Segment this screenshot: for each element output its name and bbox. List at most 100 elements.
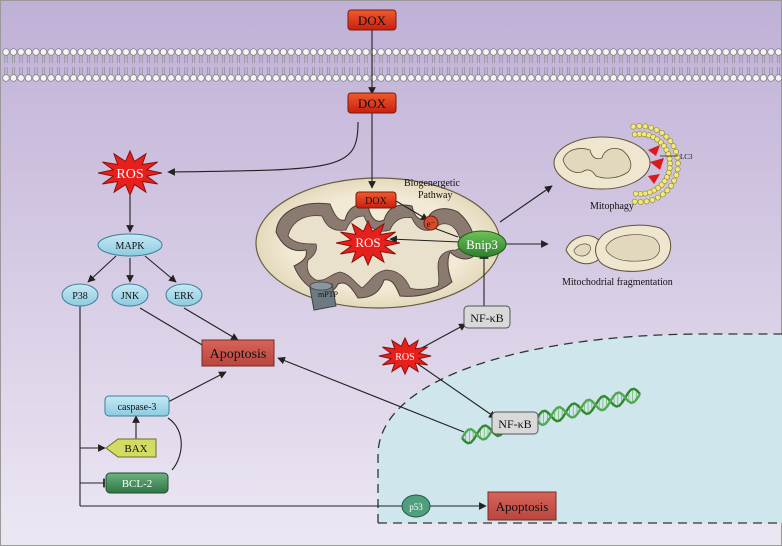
lipid-head (437, 74, 445, 82)
lipid-head (437, 48, 445, 56)
lipid-tail (124, 55, 128, 63)
lipid-tail (131, 55, 136, 63)
apoptosis-box-nucleus: Apoptosis (487, 491, 557, 521)
lipid-tail (746, 55, 751, 63)
lc3-membrane-dot (636, 123, 643, 129)
lipid-head (339, 48, 348, 56)
lipid-tail (544, 55, 548, 63)
lipid-head (422, 48, 430, 56)
lipid-head (669, 74, 678, 82)
lipid-tail (221, 55, 226, 63)
lipid-tail (259, 55, 263, 63)
lipid-tail (769, 55, 773, 63)
caspase3-label: caspase-3 (118, 402, 157, 413)
lipid-head (504, 74, 513, 82)
lipid-tail (506, 67, 511, 75)
lipid-tail (109, 55, 113, 63)
lc3-membrane-dot (666, 155, 673, 162)
lipid-tail (574, 67, 578, 75)
lipid-head (587, 48, 595, 56)
lipid-tail (446, 55, 451, 63)
lipid-head (144, 74, 153, 82)
lipid-head (647, 48, 655, 56)
lipid-head (107, 48, 115, 56)
lipid-tail (146, 67, 151, 75)
p53-label: p53 (409, 502, 423, 512)
lipid-head (272, 48, 280, 56)
lipid-head (332, 74, 340, 82)
lipid-tail (679, 55, 683, 63)
lipid-tail (206, 55, 211, 63)
lipid-head (429, 74, 438, 82)
lipid-head (249, 48, 258, 56)
lipid-head (579, 74, 588, 82)
lipid-head (489, 74, 498, 82)
lipid-tail (386, 55, 391, 63)
lipid-tail (739, 55, 743, 63)
ros-star-cytosol: ROS (97, 149, 163, 197)
lipid-head (579, 48, 588, 56)
lipid-head (639, 74, 648, 82)
lipid-tail (514, 67, 518, 75)
lipid-head (467, 74, 475, 82)
lipid-head (677, 48, 685, 56)
lipid-tail (326, 55, 331, 63)
lipid-head (512, 48, 520, 56)
lipid-head (69, 48, 78, 56)
lipid-tail (754, 67, 758, 75)
lipid-tail (236, 67, 241, 75)
lipid-head (32, 48, 40, 56)
lipid-head (767, 74, 775, 82)
lipid-head (452, 74, 460, 82)
ros-nucleus-label: ROS (395, 352, 414, 363)
lipid-tail (604, 55, 608, 63)
lipid-head (17, 74, 25, 82)
lipid-head (752, 74, 760, 82)
lipid-head (249, 74, 258, 82)
lipid-tail (341, 67, 346, 75)
lipid-tail (191, 67, 196, 75)
jnk-node: JNK (111, 283, 149, 307)
lipid-head (722, 48, 730, 56)
lc3-membrane-dot (663, 133, 670, 140)
lipid-head (572, 48, 580, 56)
lipid-tail (19, 67, 23, 75)
lipid-tail (131, 67, 136, 75)
lipid-head (227, 48, 235, 56)
lipid-head (512, 74, 520, 82)
lipid-tail (4, 67, 8, 75)
lc3-membrane-dot (673, 148, 679, 155)
biogenergetic-label-line2: Pathway (418, 190, 452, 201)
lipid-tail (461, 55, 466, 63)
lipid-tail (709, 67, 713, 75)
lipid-head (99, 48, 108, 56)
lipid-tail (334, 55, 338, 63)
lipid-head (759, 74, 768, 82)
lipid-head (62, 74, 70, 82)
lipid-tail (244, 67, 248, 75)
lipid-head (482, 74, 490, 82)
lipid-tail (34, 67, 38, 75)
lipid-tail (64, 67, 68, 75)
p38-node: P38 (61, 283, 99, 307)
lipid-head (77, 74, 85, 82)
mptp-label: mPTP (318, 290, 339, 299)
lipid-head (324, 74, 333, 82)
lipid-tail (484, 67, 488, 75)
lipid-head (54, 48, 63, 56)
lipid-head (77, 48, 85, 56)
lipid-tail (116, 55, 121, 63)
lipid-tail (229, 67, 233, 75)
lipid-head (699, 48, 708, 56)
lipid-head (122, 48, 130, 56)
lipid-tail (281, 67, 286, 75)
lipid-tail (461, 67, 466, 75)
lipid-head (684, 48, 693, 56)
lipid-tail (304, 67, 308, 75)
lipid-tail (274, 67, 278, 75)
lipid-tail (724, 55, 728, 63)
lipid-head (557, 74, 565, 82)
nfkb-cytosol-label: NF-κB (470, 311, 503, 325)
lipid-head (632, 74, 640, 82)
lipid-tail (694, 67, 698, 75)
